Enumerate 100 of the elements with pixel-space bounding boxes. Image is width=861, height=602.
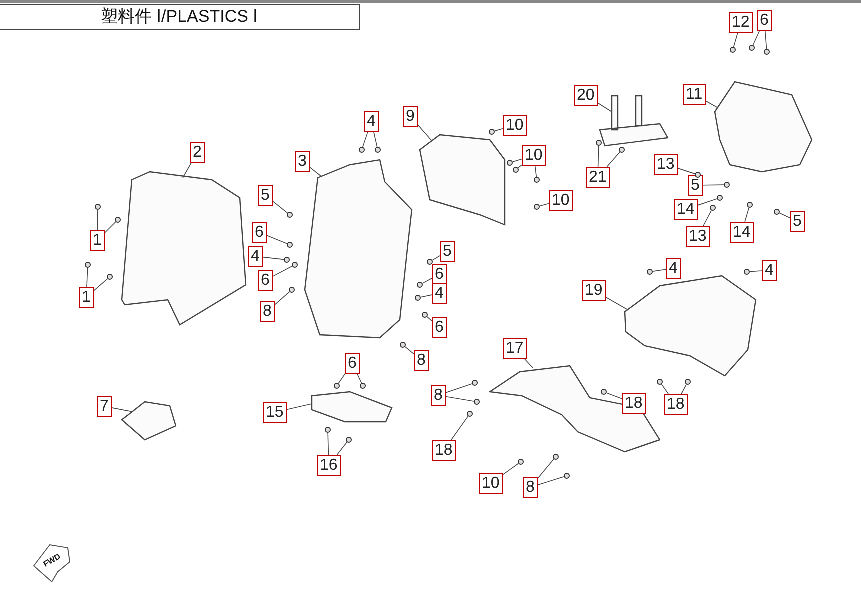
leader-line [744,207,750,222]
leader-line [266,235,288,244]
fastener [534,204,540,210]
leader-line [598,102,612,112]
fastener [474,399,480,405]
leader-line [606,392,622,400]
callout-number: 14 [674,199,698,220]
leader-line [451,416,469,440]
callout-number: 2 [190,142,205,163]
fastener [724,182,730,188]
fastener [744,269,750,275]
leader-line [86,268,88,288]
leader-line [94,278,108,292]
callout-number: 14 [730,222,754,243]
callout-number: 6 [258,270,273,291]
leader-line [512,158,522,162]
fastener [518,459,524,465]
fastener [375,147,381,153]
leader-line [534,166,538,178]
fastener [717,195,723,201]
fastener [749,45,755,51]
fastener [685,379,691,385]
leader-line [328,432,330,456]
callout-number: 8 [414,350,429,371]
fastener [359,147,365,153]
fastener [417,282,423,288]
fastener [422,312,428,318]
fastener [601,389,607,395]
callout-number: 17 [503,338,527,359]
leader-line [112,408,134,412]
callout-number: 15 [263,402,287,423]
leader-line [446,396,474,402]
callout-number: 12 [729,12,753,33]
leader-line [706,100,718,108]
fastener [695,172,701,178]
rear-cover-drawing [624,275,757,377]
leader-line [310,167,322,178]
callout-number: 19 [582,280,606,301]
leader-line [606,152,620,168]
inner-panel-drawing [419,134,506,226]
leader-line [538,476,565,486]
callout-number: 16 [317,455,341,476]
leader-line [262,256,284,260]
leader-line [538,458,554,479]
leader-line [432,256,440,261]
callout-number: 10 [479,473,503,494]
callout-number: 5 [258,185,273,206]
callout-number: 18 [664,394,688,415]
fastener [334,383,340,389]
leader-line [97,210,98,230]
callout-number: 13 [654,154,678,175]
leader-line [374,132,378,148]
callout-number: 6 [252,222,267,243]
bracket-drawing [599,95,669,147]
callout-number: 5 [688,175,703,196]
callout-number: 6 [345,353,360,374]
leader-line [362,132,368,148]
callout-number: 3 [295,151,310,172]
callout-number: 21 [586,167,610,188]
fastener [657,379,663,385]
callout-number: 4 [248,246,263,267]
direction-label: FWD [42,552,62,569]
fastener [647,269,653,275]
fastener [415,295,421,301]
leader-line [733,32,738,48]
fastener [472,380,478,386]
fastener [95,204,101,210]
fastener [619,147,625,153]
lower-trim-drawing [311,391,393,423]
leader-line [494,128,504,132]
leader-line [702,184,724,186]
fastener [507,160,513,166]
callout-number: 4 [432,283,447,304]
fastener [564,473,570,479]
fastener [325,427,331,433]
fastener [115,217,121,223]
callout-number: 7 [97,396,112,417]
leader-line [404,346,414,355]
callout-number: 11 [683,84,706,105]
fastener [489,129,495,135]
fastener [596,140,602,146]
leader-line [652,269,666,272]
leader-line [502,463,519,476]
leader-line [426,316,432,322]
callout-number: 20 [574,85,598,106]
callout-number: 4 [364,111,379,132]
fastener [553,454,559,460]
fastener [292,262,298,268]
fastener [427,259,433,265]
leader-line [750,270,762,272]
leader-line [661,384,669,394]
frame-drawing [714,81,813,173]
leader-line [681,384,687,394]
callout-number: 8 [260,301,275,322]
callout-number: 6 [757,10,772,31]
fastener [287,212,293,218]
leader-line [764,30,768,50]
leader-line [518,164,522,169]
leader-line [286,404,312,410]
callout-number: 5 [790,211,805,232]
